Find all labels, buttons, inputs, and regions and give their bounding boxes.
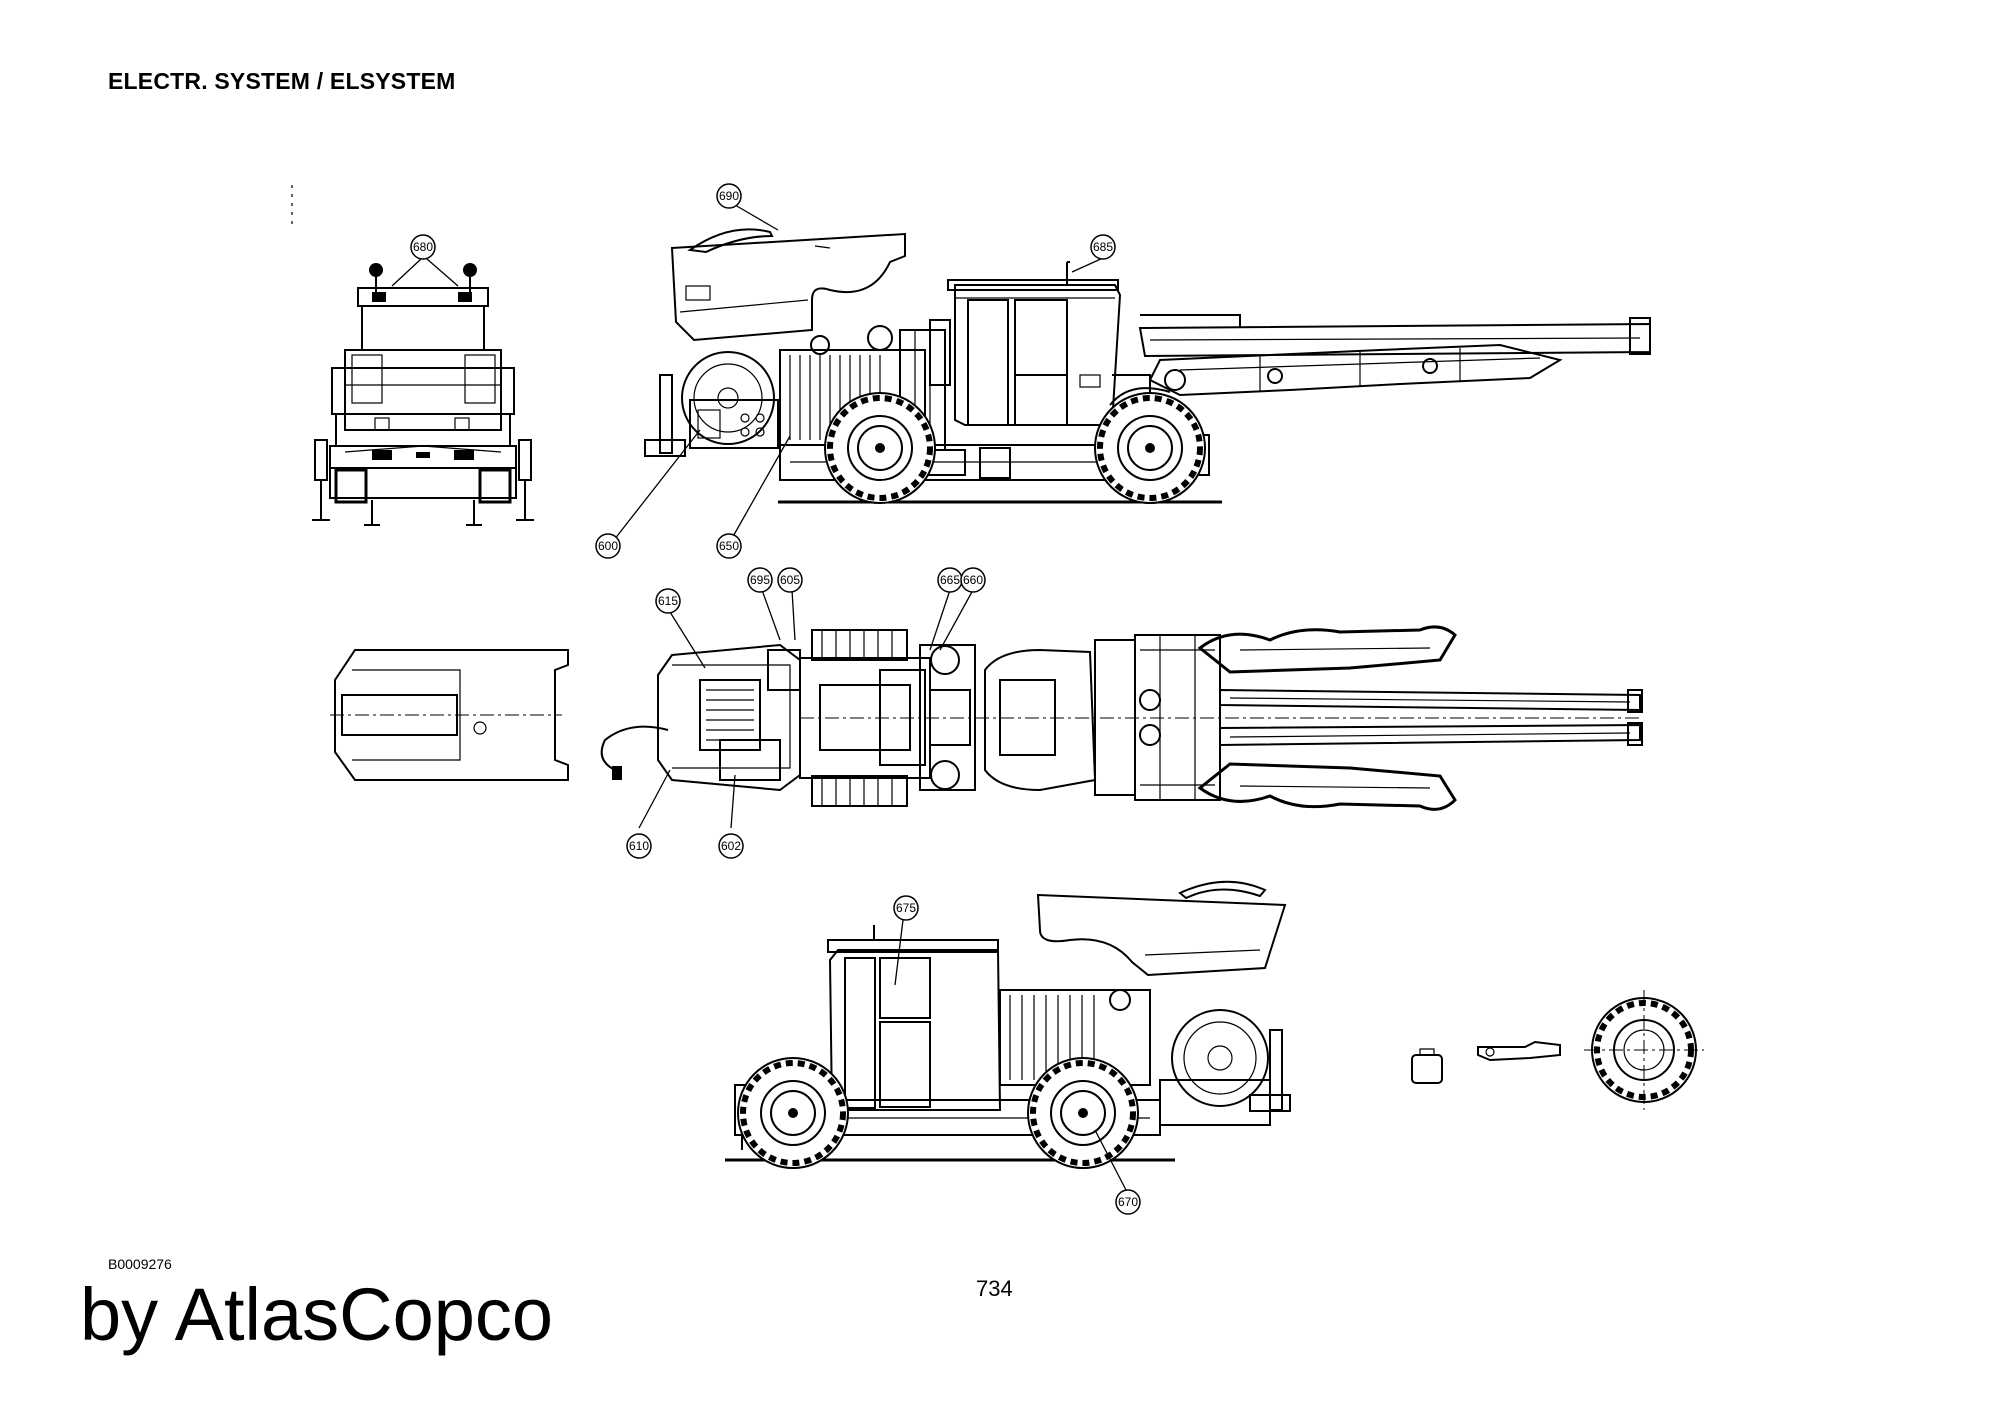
callout-615: 615 <box>655 588 681 614</box>
callout-665: 665 <box>937 567 963 593</box>
callout-685: 685 <box>1090 234 1116 260</box>
top-view <box>330 589 1643 829</box>
callout-660-label: 660 <box>963 573 983 587</box>
callout-685-label: 685 <box>1093 240 1113 254</box>
callout-670: 670 <box>1115 1189 1141 1215</box>
page-title: ELECTR. SYSTEM / ELSYSTEM <box>108 68 456 94</box>
callout-665-label: 665 <box>940 573 960 587</box>
callout-650-label: 650 <box>719 539 739 553</box>
callout-670-label: 670 <box>1118 1195 1138 1209</box>
brand-text: by AtlasCopco <box>80 1273 554 1356</box>
callout-680: 680 <box>410 234 436 260</box>
callout-675: 675 <box>893 895 919 921</box>
detail-items <box>1411 990 1704 1110</box>
callout-605-label: 605 <box>780 573 800 587</box>
callout-660: 660 <box>960 567 986 593</box>
callout-602: 602 <box>718 833 744 859</box>
callout-615-label: 615 <box>658 594 678 608</box>
callout-690-label: 690 <box>719 189 739 203</box>
side-view-left <box>725 880 1291 1191</box>
callout-695: 695 <box>747 567 773 593</box>
side-view-right <box>613 204 1651 541</box>
callout-650: 650 <box>716 533 742 559</box>
callout-675-label: 675 <box>896 901 916 915</box>
callout-680-label: 680 <box>413 240 433 254</box>
callout-690: 690 <box>716 183 742 209</box>
callout-610: 610 <box>626 833 652 859</box>
callout-600: 600 <box>595 533 621 559</box>
front-view <box>291 185 534 526</box>
callout-605: 605 <box>777 567 803 593</box>
callout-602-label: 602 <box>721 839 741 853</box>
drawing-id: B0009276 <box>108 1256 172 1272</box>
callout-695-label: 695 <box>750 573 770 587</box>
page-number: 734 <box>976 1276 1013 1301</box>
callout-600-label: 600 <box>598 539 618 553</box>
callout-610-label: 610 <box>629 839 649 853</box>
